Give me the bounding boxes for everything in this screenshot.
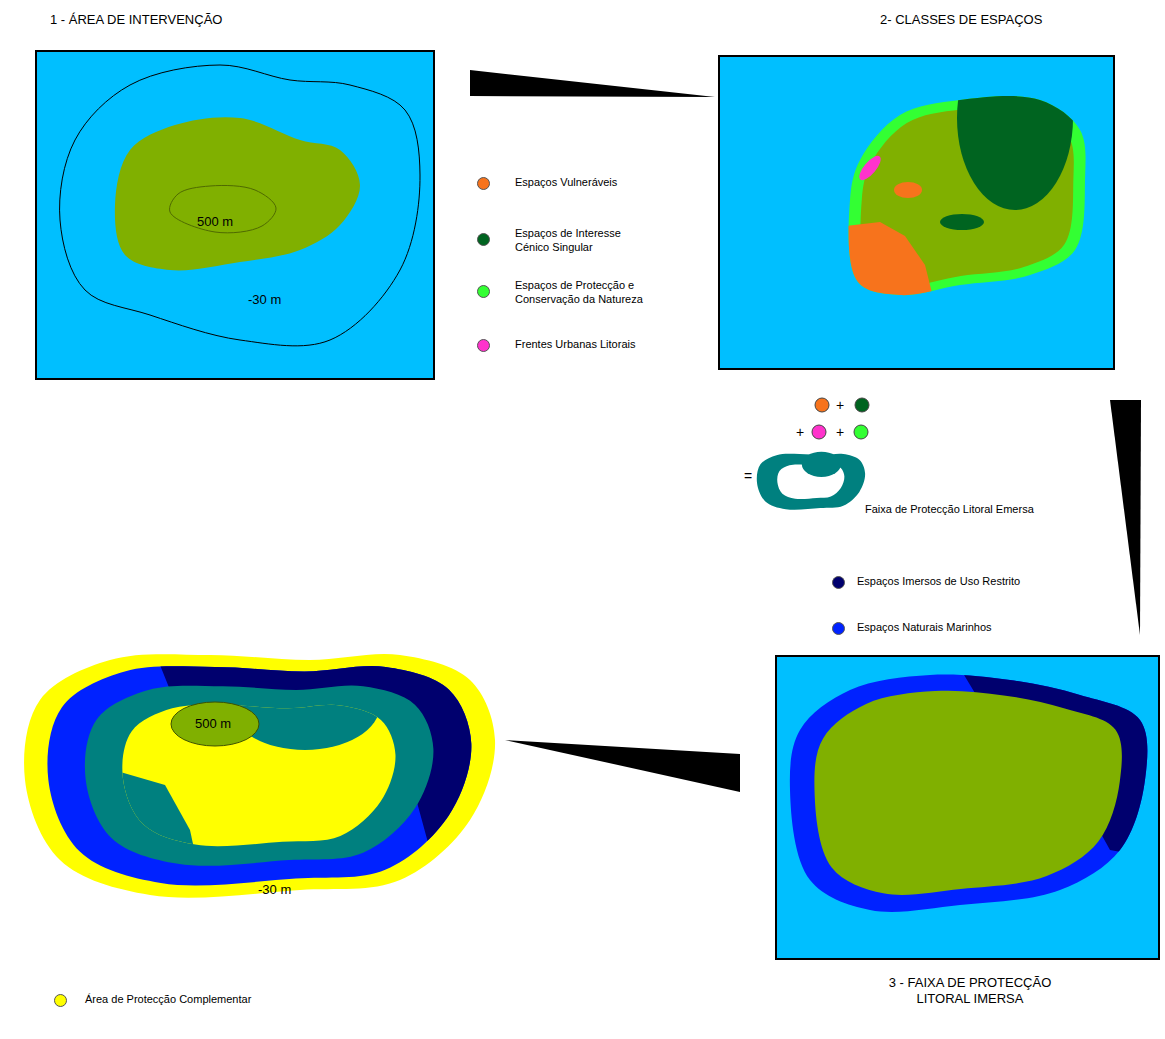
legend-swatch — [477, 285, 490, 298]
island — [115, 117, 360, 270]
legend-entry: Espaços Vulneráveis — [515, 176, 665, 190]
scenic-zone — [957, 26, 1073, 210]
urban-front — [856, 153, 884, 184]
legend-entry: Frentes Urbanas Litorais — [515, 338, 675, 352]
flow-wedge — [1110, 400, 1141, 635]
legend-entry: Espaços de Protecção e Conservação da Na… — [515, 279, 655, 307]
legend-text: Área de Protecção Complementar — [85, 993, 315, 1007]
flow-wedge — [470, 70, 715, 97]
band-sample — [802, 452, 841, 477]
formula-dot — [815, 398, 829, 412]
legend-text: Espaços Vulneráveis — [515, 176, 665, 190]
panel-title: 1 - ÁREA DE INTERVENÇÃO — [50, 12, 222, 28]
panel-drawing — [35, 50, 435, 380]
legend-text: Faixa de Protecção Litoral Emersa — [865, 503, 1095, 517]
legend-entry: Área de Protecção Complementar — [85, 993, 315, 1007]
legend-text: Espaços Naturais Marinhos — [857, 621, 1087, 635]
panel-title: 3 - FAIXA DE PROTECÇÃO LITORAL IMERSA — [870, 975, 1070, 1006]
map-composite: 500 m -30 m — [15, 645, 500, 910]
scenic-zone — [940, 214, 984, 230]
elevation-label: -30 m — [248, 292, 281, 308]
formula-dot — [855, 398, 869, 412]
legend-entry: Espaços de Interesse Cénico Singular — [515, 227, 635, 255]
legend-swatch — [477, 177, 490, 190]
legend-shape — [755, 452, 867, 510]
legend-entry: Espaços Imersos de Uso Restrito — [857, 575, 1087, 589]
emerged-band — [230, 660, 380, 750]
panel-drawing — [15, 645, 500, 910]
panel-drawing — [718, 55, 1115, 370]
panel-title: 2- CLASSES DE ESPAÇOS — [880, 12, 1042, 28]
map-panel: 1 - ÁREA DE INTERVENÇÃO500 m-30 m — [35, 50, 435, 380]
legend-entry: Faixa de Protecção Litoral Emersa — [865, 503, 1095, 517]
formula-operator: = — [744, 469, 752, 483]
legend-swatch — [832, 576, 845, 589]
island — [814, 691, 1121, 895]
formula-dot — [812, 425, 826, 439]
formula-operator: + — [796, 425, 804, 439]
legend-swatch — [832, 622, 845, 635]
sea-background — [36, 51, 434, 379]
legend-text: Espaços Imersos de Uso Restrito — [857, 575, 1087, 589]
vulnerable-zone — [894, 182, 922, 198]
panel-drawing — [775, 655, 1160, 960]
legend-swatch — [54, 994, 67, 1007]
vulnerable-zone — [845, 222, 935, 305]
legend-swatch — [477, 233, 490, 246]
legend-text: Frentes Urbanas Litorais — [515, 338, 675, 352]
elevation-label: 500 m — [197, 214, 233, 230]
map-panel: 2- CLASSES DE ESPAÇOS — [718, 55, 1115, 370]
formula-dot — [854, 425, 868, 439]
legend-text: Espaços de Interesse Cénico Singular — [515, 227, 635, 255]
emerged-band — [40, 772, 205, 900]
island-summit — [171, 702, 259, 746]
sea-background — [719, 56, 1114, 369]
formula-operator: + — [836, 398, 844, 412]
legend-swatch — [477, 339, 490, 352]
elevation-label: -30 m — [258, 882, 291, 898]
map-panel: 3 - FAIXA DE PROTECÇÃO LITORAL IMERSA — [775, 655, 1160, 960]
altitude-contour — [170, 185, 277, 232]
legend-entry: Espaços Naturais Marinhos — [857, 621, 1087, 635]
depth-contour — [60, 65, 420, 346]
formula-operator: + — [836, 425, 844, 439]
flow-wedge — [505, 740, 740, 792]
elevation-label: 500 m — [195, 716, 231, 732]
legend-text: Espaços de Protecção e Conservação da Na… — [515, 279, 655, 307]
